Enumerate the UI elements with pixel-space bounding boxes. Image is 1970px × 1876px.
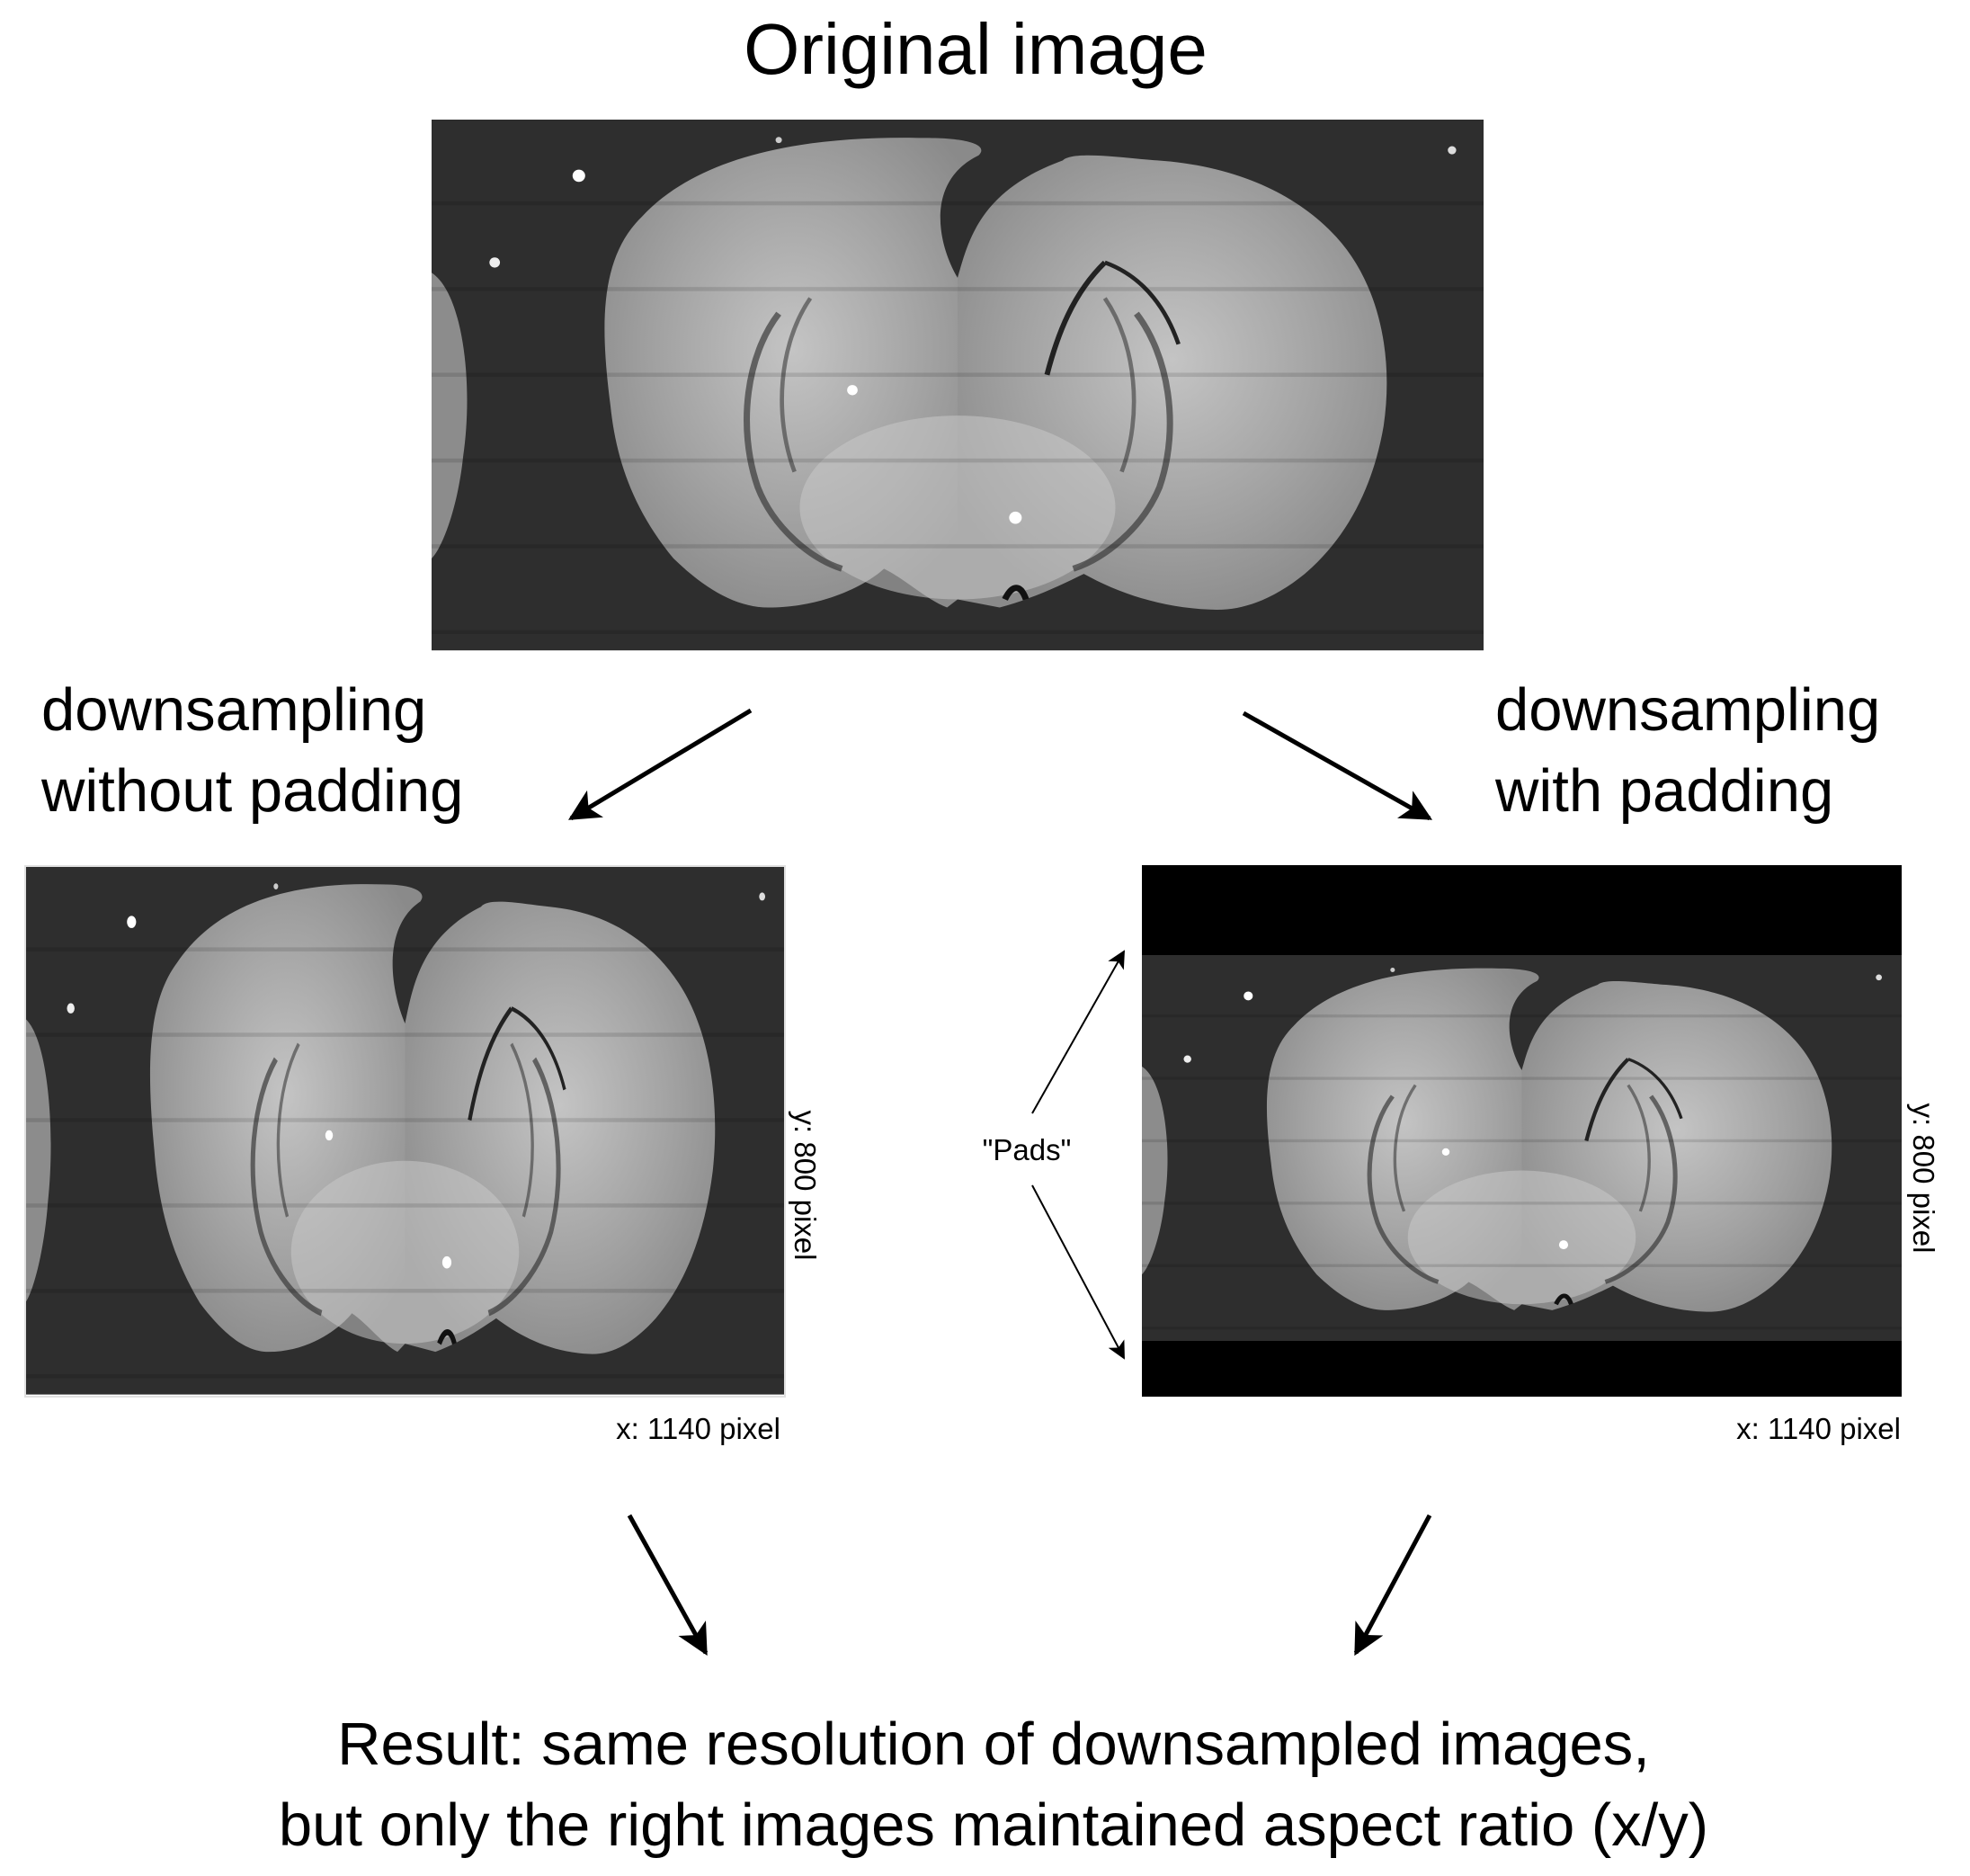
pads-arrow-bottom: [1031, 1184, 1125, 1360]
padded-image: [1142, 865, 1902, 1397]
page-title: Original image: [744, 9, 1208, 89]
arrow-right-to-result: [1353, 1514, 1432, 1657]
bottom-pad: [1142, 1341, 1902, 1397]
arrow-to-right: [1242, 710, 1433, 821]
original-image: [432, 120, 1484, 650]
downsampled-image-with-padding: [1142, 955, 1902, 1342]
arrow-to-left: [567, 708, 753, 821]
left-x-dimension: x: 1140 pixel: [616, 1412, 780, 1445]
right-x-dimension: x: 1140 pixel: [1736, 1412, 1901, 1445]
top-pad: [1142, 865, 1902, 955]
right-y-dimension: y: 800 pixel: [1907, 1103, 1940, 1254]
left-y-dimension: y: 800 pixel: [789, 1111, 822, 1261]
right-caption-line2: with padding: [1494, 757, 1833, 825]
result-line1: Result: same resolution of downsampled i…: [337, 1711, 1650, 1778]
pads-label: "Pads": [983, 1133, 1072, 1166]
left-caption-line1: downsampling: [41, 676, 426, 744]
pads-arrow-top: [1031, 950, 1125, 1114]
arrow-left-to-result: [627, 1514, 709, 1657]
downsampled-image-no-padding: [25, 866, 785, 1395]
right-caption-line1: downsampling: [1495, 676, 1880, 744]
left-caption-line2: without padding: [40, 757, 463, 825]
result-line2: but only the right images maintained asp…: [279, 1791, 1708, 1859]
